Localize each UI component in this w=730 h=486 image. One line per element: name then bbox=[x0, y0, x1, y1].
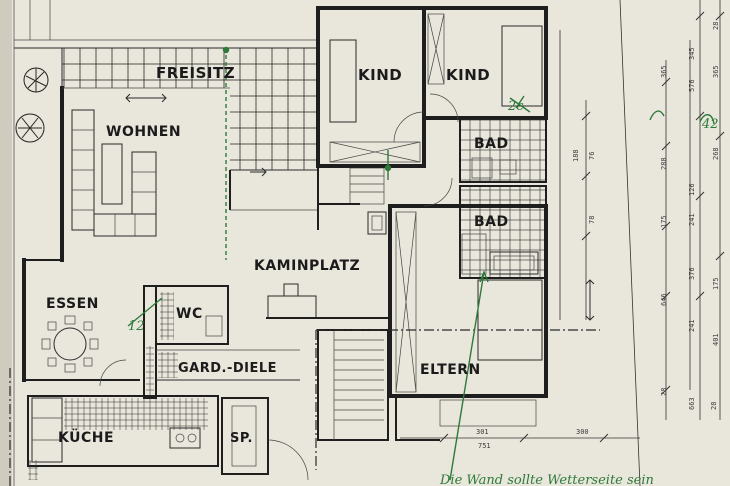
tree-symbol bbox=[15, 113, 45, 143]
label-essen: ESSEN bbox=[46, 296, 99, 312]
label-kind-1: KIND bbox=[358, 66, 402, 84]
label-garderobe-diele: GARD.-DIELE bbox=[178, 361, 277, 376]
section-lines bbox=[9, 329, 600, 486]
dim-text: 175 bbox=[660, 215, 668, 228]
dim-text: 241 bbox=[688, 213, 696, 226]
kaminplatz-area bbox=[230, 209, 390, 319]
dim-text: 288 bbox=[660, 157, 668, 170]
dining-table bbox=[41, 315, 99, 373]
handwritten-mark: 42 bbox=[701, 117, 719, 132]
dim-text: 28 bbox=[660, 388, 668, 396]
label-wc: WC bbox=[176, 306, 203, 322]
kueche-room bbox=[27, 395, 219, 467]
dim-text: 376 bbox=[688, 267, 696, 280]
dim-text: 301 bbox=[476, 428, 489, 436]
door-swings bbox=[99, 93, 459, 481]
label-kaminplatz: KAMINPLATZ bbox=[254, 258, 360, 274]
dim-text: 663 bbox=[688, 397, 696, 410]
handwritten-mark: 2c bbox=[507, 99, 524, 114]
dim-text: 126 bbox=[688, 183, 696, 196]
dim-text: 28 bbox=[710, 402, 718, 410]
dim-text: 300 bbox=[576, 428, 589, 436]
pen-annotations bbox=[127, 46, 715, 481]
label-bad-1: BAD bbox=[474, 136, 509, 152]
label-kueche: KÜCHE bbox=[58, 428, 114, 446]
handwritten-mark: 12 bbox=[128, 319, 145, 334]
paper-edge bbox=[0, 0, 12, 486]
handwritten-note: Die Wand sollte Wetterseite sein bbox=[439, 473, 654, 486]
label-kind-2: KIND bbox=[446, 66, 490, 84]
dim-text: 241 bbox=[688, 319, 696, 332]
label-freisitz: FREISITZ bbox=[156, 64, 235, 82]
dim-text: 76 bbox=[588, 152, 596, 160]
dim-text: 345 bbox=[688, 47, 696, 60]
dim-text: 175 bbox=[712, 277, 720, 290]
label-wohnen: WOHNEN bbox=[106, 124, 181, 140]
dim-text: 365 bbox=[660, 65, 668, 78]
dim-text: 401 bbox=[712, 333, 720, 346]
tree-symbol bbox=[23, 67, 49, 93]
label-speisekammer: SP. bbox=[230, 431, 253, 446]
dim-text: 365 bbox=[712, 65, 720, 78]
dimension-ticks bbox=[439, 11, 725, 443]
bad-room-2 bbox=[459, 185, 547, 279]
dim-text: 576 bbox=[688, 79, 696, 92]
direction-arrows bbox=[125, 93, 595, 321]
dim-text: 268 bbox=[712, 147, 720, 160]
dim-text: 78 bbox=[588, 216, 596, 224]
label-eltern: ELTERN bbox=[420, 362, 481, 378]
bad-room-1 bbox=[459, 117, 547, 183]
label-bad-2: BAD bbox=[474, 214, 509, 230]
dim-text: 646 bbox=[660, 293, 668, 306]
dim-text: 751 bbox=[478, 442, 491, 450]
dim-text: 188 bbox=[572, 149, 580, 162]
wohnen-room bbox=[62, 88, 230, 248]
speisekammer-room bbox=[221, 397, 269, 475]
dim-text: 28 bbox=[712, 22, 720, 30]
